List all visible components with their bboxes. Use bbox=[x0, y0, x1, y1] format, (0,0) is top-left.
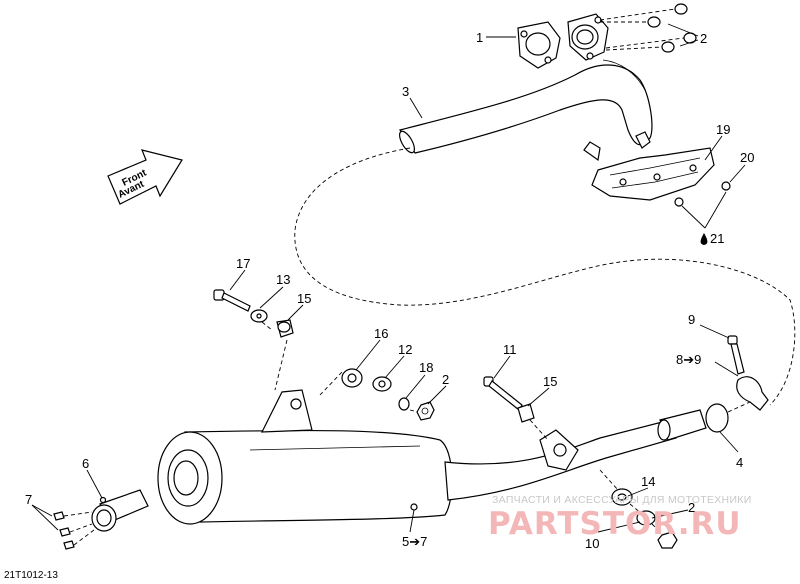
callout-2-bottom: 2 bbox=[688, 500, 695, 515]
callout-20: 20 bbox=[740, 150, 754, 165]
callout-7: 7 bbox=[25, 492, 32, 507]
front-direction-arrow: Front Avant bbox=[107, 149, 183, 205]
callout-1: 1 bbox=[476, 30, 483, 45]
spark-arrestor bbox=[53, 489, 149, 550]
drawing-code: 21T1012-13 bbox=[4, 570, 58, 581]
callout-labels: 1 2 3 19 20 21 17 13 15 16 12 18 2 11 15… bbox=[25, 30, 754, 551]
callout-6: 6 bbox=[82, 456, 89, 471]
callout-4: 4 bbox=[736, 455, 743, 470]
callout-8-to-9: 8➔9 bbox=[676, 352, 701, 367]
callout-5-to-7: 5➔7 bbox=[402, 534, 427, 549]
callout-15-right: 15 bbox=[543, 374, 557, 389]
callout-13: 13 bbox=[276, 272, 290, 287]
heat-shield bbox=[583, 131, 715, 201]
muffler-mount-hardware bbox=[213, 289, 294, 391]
callout-21: 21 bbox=[710, 231, 724, 246]
bottom-hardware bbox=[599, 469, 678, 549]
shield-screws bbox=[674, 181, 731, 207]
mid-pipe bbox=[657, 401, 751, 441]
callout-18: 18 bbox=[419, 360, 433, 375]
callout-10: 10 bbox=[585, 536, 599, 551]
watermark-subtitle: ЗАПЧАСТИ И АКСЕССУАРЫ ДЛЯ МОТОТЕХНИКИ bbox=[492, 494, 752, 506]
callout-9: 9 bbox=[688, 312, 695, 327]
callout-17: 17 bbox=[236, 256, 250, 271]
exhaust-clamp bbox=[727, 335, 769, 411]
callout-3: 3 bbox=[402, 84, 409, 99]
callout-2-top: 2 bbox=[700, 31, 707, 46]
watermark-brand: PARTSTOR.RU bbox=[488, 506, 742, 542]
leader-lines bbox=[31, 23, 746, 533]
callout-14: 14 bbox=[641, 474, 655, 489]
adhesive-drop-icon bbox=[700, 233, 708, 245]
flange-nuts bbox=[599, 3, 697, 53]
grommet-stack bbox=[319, 368, 435, 421]
callout-2-mid: 2 bbox=[442, 372, 449, 387]
callout-15-left: 15 bbox=[297, 291, 311, 306]
callout-16: 16 bbox=[374, 326, 388, 341]
mid-bracket bbox=[483, 376, 579, 471]
assembly-dashed-loop bbox=[294, 147, 796, 406]
callout-12: 12 bbox=[398, 342, 412, 357]
exhaust-flange bbox=[517, 13, 609, 69]
muffler bbox=[157, 389, 677, 525]
callout-11: 11 bbox=[503, 342, 517, 357]
header-pipe bbox=[399, 59, 653, 154]
callout-19: 19 bbox=[716, 122, 730, 137]
